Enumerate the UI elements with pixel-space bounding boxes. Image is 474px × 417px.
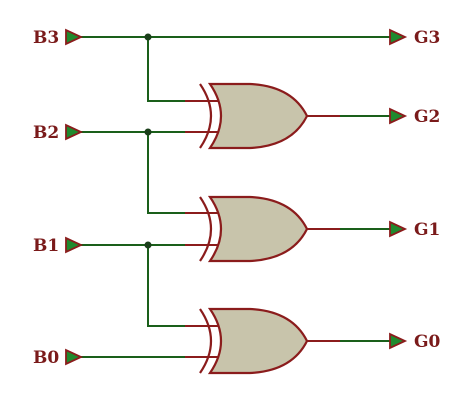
xor-gate-3 — [185, 307, 340, 375]
junction-dot-b3 — [144, 33, 152, 41]
output-pin-g1[interactable] — [389, 220, 408, 238]
input-label-b1: B1 — [33, 236, 59, 256]
output-label-g1: G1 — [414, 220, 440, 240]
output-pin-g3[interactable] — [389, 28, 408, 46]
xor-back-arc — [199, 308, 212, 374]
input-pin-b2[interactable] — [65, 123, 84, 141]
wire-b1-gate3 — [147, 245, 200, 327]
output-label-g2: G2 — [414, 107, 440, 127]
input-pin-b3[interactable] — [65, 28, 84, 46]
wire-b3-gate1 — [147, 37, 200, 102]
input-label-b0: B0 — [33, 348, 59, 368]
input-label-b3: B3 — [33, 28, 59, 48]
input-label-b2: B2 — [33, 123, 59, 143]
xor-back-arc — [199, 196, 212, 262]
output-pin-g0[interactable] — [389, 332, 408, 350]
input-pin-b0[interactable] — [65, 348, 84, 366]
output-label-g0: G0 — [414, 332, 441, 352]
junction-dot-b1 — [144, 241, 152, 249]
xor-gate-1 — [185, 82, 340, 150]
xor-gate-body — [207, 195, 309, 263]
input-pin-b1[interactable] — [65, 236, 84, 254]
wires — [80, 36, 392, 358]
wire-b2-gate2 — [147, 132, 200, 214]
xor-gate-body — [207, 82, 309, 150]
xor-gate-body — [207, 307, 309, 375]
output-label-g3: G3 — [414, 28, 440, 48]
junction-dot-b2 — [144, 128, 152, 136]
xor-gate-2 — [185, 195, 340, 263]
xor-back-arc — [199, 83, 212, 149]
output-pin-g2[interactable] — [389, 107, 408, 125]
